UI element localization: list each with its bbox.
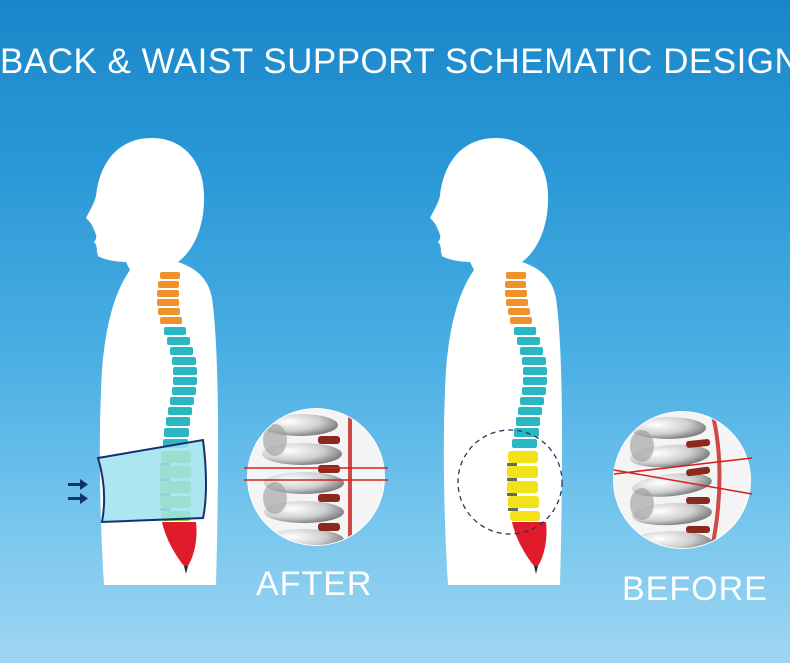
arrow-right-icon	[68, 479, 88, 504]
cervical-vertebrae-after	[157, 272, 182, 324]
waist-support-belt	[96, 438, 207, 524]
page-title: BACK & WAIST SUPPORT SCHEMATIC DESIGN	[0, 42, 790, 81]
lumbar-highlight-circle	[457, 429, 563, 535]
sacrum-before	[512, 522, 547, 566]
lumbar-vertebrae-before	[507, 451, 540, 521]
vertebrae-closeup-before	[613, 411, 753, 549]
thoracic-vertebrae-after	[163, 327, 197, 448]
sacrum-after	[162, 522, 197, 566]
cervical-vertebrae-before	[505, 272, 532, 324]
before-label: BEFORE	[622, 570, 768, 608]
spine-before	[505, 272, 547, 574]
vertebrae-closeup-after	[244, 408, 388, 546]
after-label: AFTER	[256, 565, 373, 603]
